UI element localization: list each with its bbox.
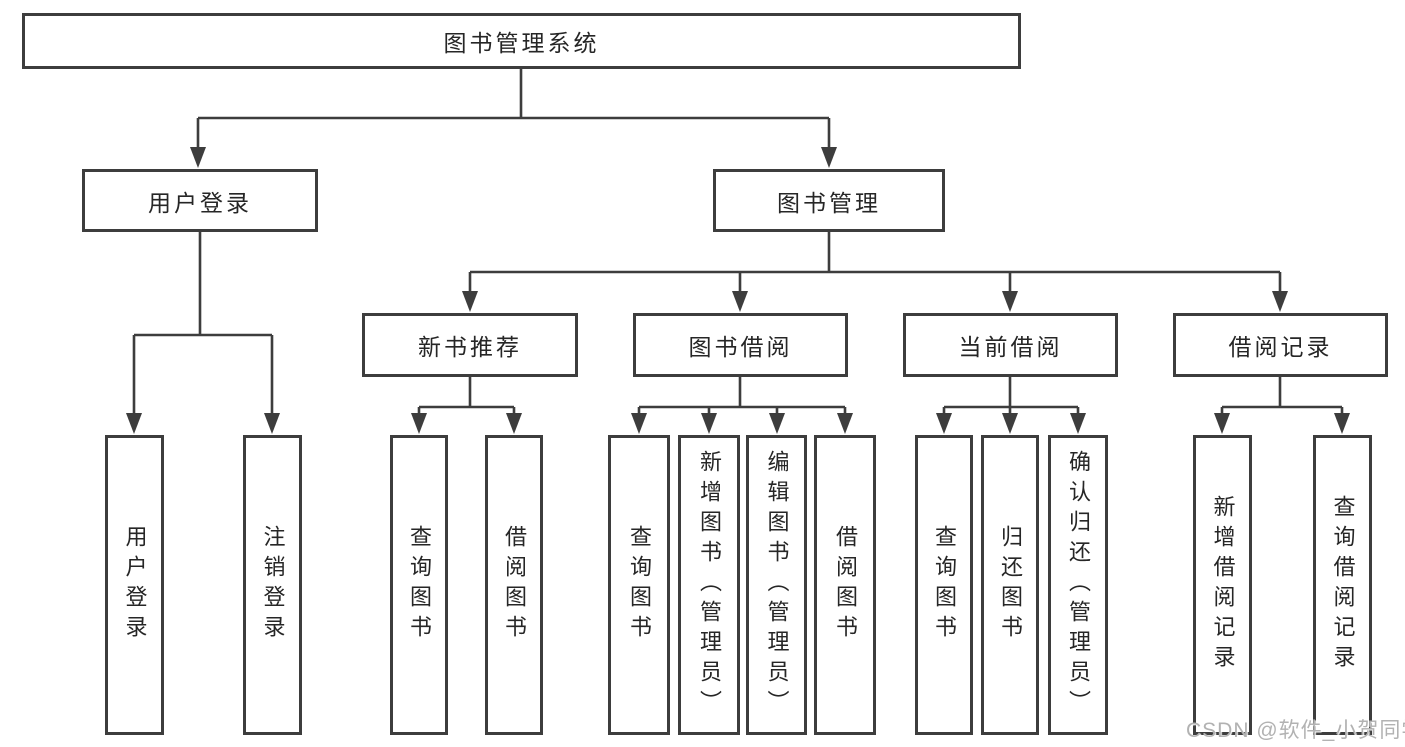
leaf-edit-book-admin: 编辑图书（管理员） xyxy=(746,435,807,735)
connector-paths xyxy=(132,68,1344,418)
node-user-login: 用户登录 xyxy=(82,169,318,232)
node-label: 注销登录 xyxy=(260,525,286,645)
node-book-management: 图书管理 xyxy=(713,169,945,232)
leaf-logout: 注销登录 xyxy=(243,435,302,735)
node-label: 新增借阅记录 xyxy=(1210,495,1236,675)
leaf-add-borrow-record: 新增借阅记录 xyxy=(1193,435,1252,735)
leaf-query-books-recommend: 查询图书 xyxy=(390,435,448,735)
node-label: 用户登录 xyxy=(122,525,148,645)
arrowheads xyxy=(126,147,1350,434)
node-label: 借阅图书 xyxy=(502,525,527,645)
leaf-add-book-admin: 新增图书（管理员） xyxy=(678,435,740,735)
leaf-query-books-current: 查询图书 xyxy=(915,435,973,735)
node-label: 确认归还（管理员） xyxy=(1066,450,1091,720)
node-label: 图书借阅 xyxy=(688,334,793,360)
node-label: 当前借阅 xyxy=(958,334,1063,360)
leaf-query-borrow-record: 查询借阅记录 xyxy=(1313,435,1372,735)
node-label: 用户登录 xyxy=(148,189,252,216)
node-label: 归还图书 xyxy=(998,525,1023,645)
node-borrow-records: 借阅记录 xyxy=(1173,313,1388,377)
node-current-borrow: 当前借阅 xyxy=(903,313,1118,377)
node-label: 查询借阅记录 xyxy=(1330,495,1356,675)
node-label: 新增图书（管理员） xyxy=(697,450,722,720)
leaf-return-book: 归还图书 xyxy=(981,435,1039,735)
csdn-watermark: CSDN @软件_小贺同学 xyxy=(1186,719,1405,742)
node-label: 编辑图书（管理员） xyxy=(764,450,790,720)
node-label: 图书管理 xyxy=(777,189,881,216)
leaf-borrow-books: 借阅图书 xyxy=(814,435,876,735)
leaf-user-login: 用户登录 xyxy=(105,435,164,735)
leaf-borrow-books-recommend: 借阅图书 xyxy=(485,435,543,735)
node-label: 图书管理系统 xyxy=(443,30,600,56)
node-label: 查询图书 xyxy=(407,525,432,645)
node-new-book-recommend: 新书推荐 xyxy=(362,313,578,377)
node-label: 借阅记录 xyxy=(1228,334,1333,360)
node-label: 查询图书 xyxy=(932,525,957,645)
leaf-query-books-borrow: 查询图书 xyxy=(608,435,670,735)
node-label: 查询图书 xyxy=(627,525,652,645)
leaf-confirm-return-admin: 确认归还（管理员） xyxy=(1048,435,1108,735)
node-root-library-system: 图书管理系统 xyxy=(22,13,1021,69)
node-label: 借阅图书 xyxy=(833,525,858,645)
node-book-borrow: 图书借阅 xyxy=(633,313,848,377)
node-label: 新书推荐 xyxy=(418,334,522,360)
